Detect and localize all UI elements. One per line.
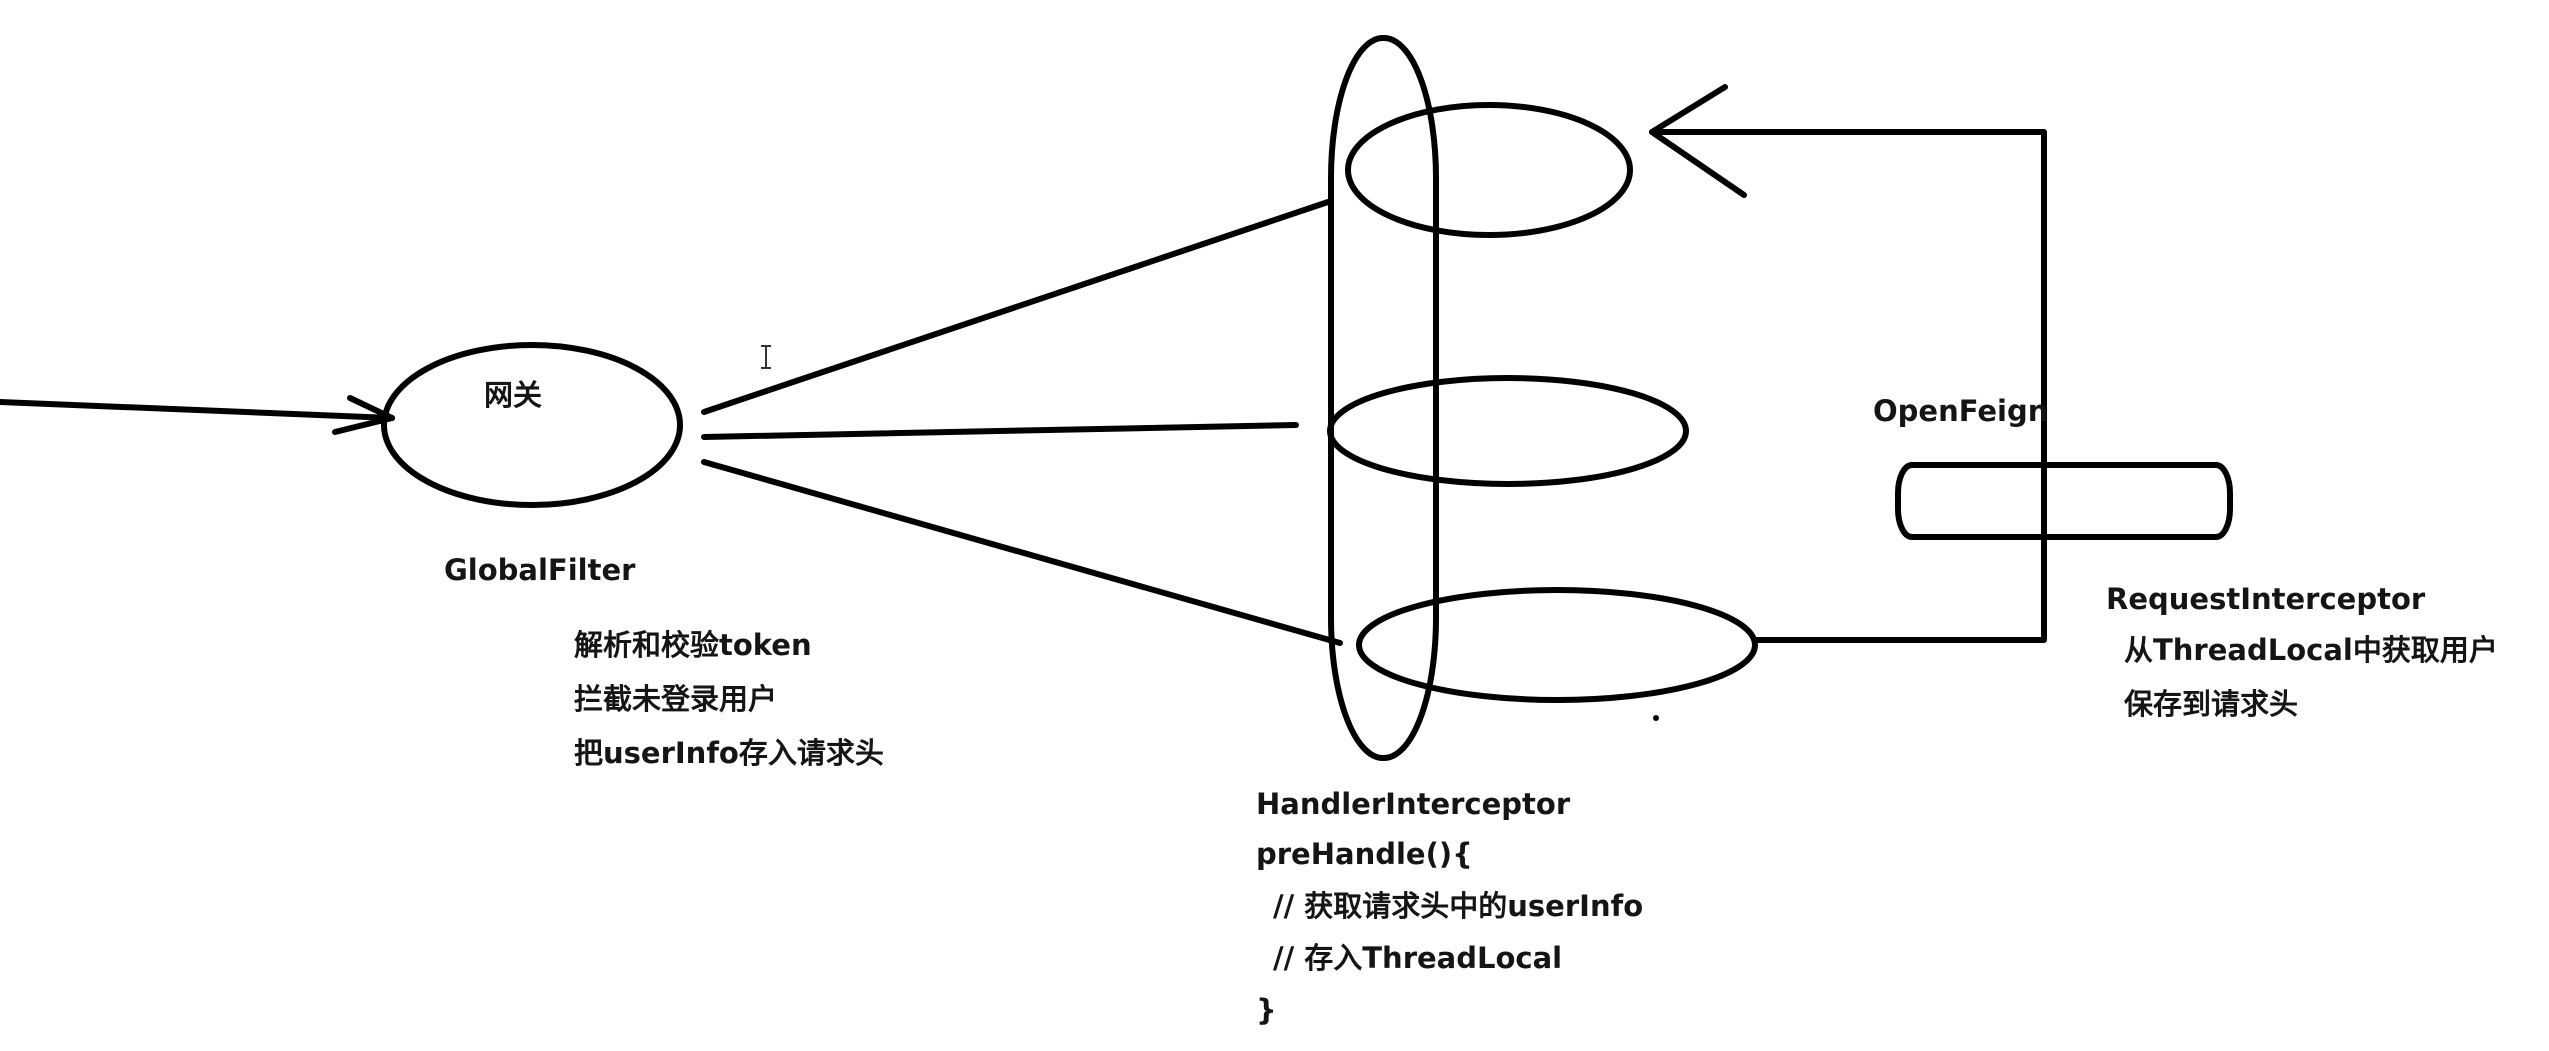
gateway-to-service-3-line [701, 459, 1343, 646]
gateway-node [381, 342, 683, 508]
request-interceptor-label: RequestInterceptor [2106, 582, 2426, 616]
feign-note: 从ThreadLocal中获取用户 [2124, 633, 2498, 667]
service-node-1 [1345, 102, 1633, 238]
code-line: // 存入ThreadLocal [1273, 941, 1563, 975]
incoming-arrowhead [332, 395, 395, 435]
gateway-to-service-1-line [701, 199, 1331, 415]
gateway-label: 网关 [484, 378, 543, 412]
interceptor-layer [1328, 35, 1439, 761]
gateway-note: 解析和校验token [574, 628, 812, 662]
text-cursor-icon [761, 345, 771, 369]
code-line: } [1256, 993, 1277, 1027]
global-filter-label: GlobalFilter [444, 553, 636, 587]
service-node-2 [1327, 375, 1689, 487]
service-node-3 [1356, 587, 1758, 703]
gateway-notes: 解析和校验token 拦截未登录用户 把userInfo存入请求头 [574, 618, 884, 780]
code-line: preHandle(){ [1256, 837, 1473, 871]
handler-interceptor-label: HandlerInterceptor [1256, 787, 1571, 821]
incoming-request-line [0, 399, 395, 421]
stray-dot [1653, 715, 1659, 721]
openfeign-label: OpenFeign [1873, 394, 2049, 428]
prehandle-code: preHandle(){ // 获取请求头中的userInfo // 存入Thr… [1256, 828, 1643, 1036]
feign-call-path [1649, 129, 2047, 643]
code-line: // 获取请求头中的userInfo [1273, 889, 1644, 923]
gateway-note: 把userInfo存入请求头 [574, 736, 884, 770]
gateway-note: 拦截未登录用户 [574, 682, 778, 716]
feign-note: 保存到请求头 [2124, 687, 2299, 721]
feign-notes: 从ThreadLocal中获取用户 保存到请求头 [2124, 623, 2498, 731]
openfeign-client-box [1895, 462, 2233, 540]
gateway-to-service-2-line [701, 422, 1299, 440]
feign-arrowhead [1649, 84, 1747, 198]
